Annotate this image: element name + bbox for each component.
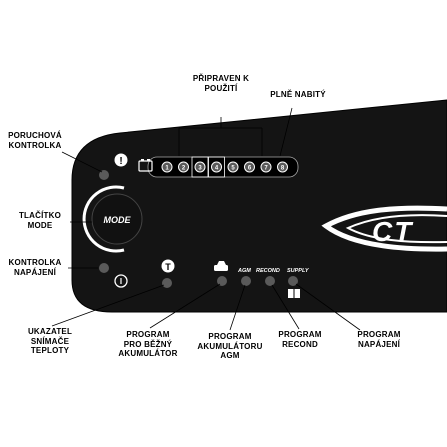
step-led-1: 1 bbox=[161, 161, 173, 173]
temperature-icon: T bbox=[161, 259, 175, 273]
label-program-normal: PROGRAM PRO BĚŽNÝ AKUMULÁTOR bbox=[118, 330, 178, 358]
step-number: 4 bbox=[215, 166, 219, 172]
step-number: 2 bbox=[182, 166, 186, 172]
step-led-3: 3 bbox=[191, 156, 209, 178]
battery-icon bbox=[138, 159, 153, 172]
leader-lines bbox=[51, 107, 361, 331]
mode-button[interactable]: MODE bbox=[82, 185, 143, 253]
step-number: 7 bbox=[264, 166, 268, 172]
step-number: 5 bbox=[231, 166, 235, 172]
program-recond-label: RECOND bbox=[256, 268, 280, 274]
power-icon: I bbox=[114, 274, 128, 288]
charger-panel bbox=[71, 99, 447, 313]
step-led-4: 4 bbox=[208, 156, 225, 178]
label-program-supply: PROGRAM NAPÁJENÍ bbox=[357, 330, 401, 349]
label-temperature: UKAZATEL SNÍMAČE TEPLOTY bbox=[27, 327, 73, 355]
fault-led bbox=[99, 170, 109, 180]
program-normal-led bbox=[217, 276, 227, 286]
label-program-recond: PROGRAM RECOND bbox=[278, 330, 322, 349]
step-led-2: 2 bbox=[178, 161, 189, 173]
program-agm-label: AGM bbox=[237, 268, 251, 274]
label-mode-button: TLAČÍTKO MODE bbox=[18, 211, 62, 230]
brand-logo: CT bbox=[321, 205, 447, 252]
step-led-7: 7 bbox=[260, 161, 272, 173]
brand-text: CT bbox=[372, 216, 414, 247]
step-number: 3 bbox=[198, 166, 202, 172]
program-agm-led bbox=[241, 276, 251, 286]
fault-icon: ! bbox=[114, 153, 128, 167]
car-icon bbox=[214, 261, 228, 271]
step-led-6: 6 bbox=[244, 161, 255, 173]
svg-text:T: T bbox=[165, 262, 171, 272]
label-power: KONTROLKA NAPÁJENÍ bbox=[8, 258, 62, 277]
step-number: 1 bbox=[165, 166, 169, 172]
mode-button-label: MODE bbox=[104, 215, 132, 225]
step-number: 6 bbox=[248, 166, 252, 172]
svg-text:I: I bbox=[120, 277, 122, 286]
label-fully-charged: PLNĚ NABITÝ bbox=[270, 90, 326, 99]
program-recond-led bbox=[265, 276, 275, 286]
step-number: 8 bbox=[281, 166, 285, 172]
book-icon bbox=[288, 289, 300, 298]
power-led bbox=[99, 263, 109, 273]
step-led-8: 8 bbox=[277, 161, 288, 173]
program-supply-led bbox=[288, 276, 298, 286]
label-fault: PORUCHOVÁ KONTROLKA bbox=[8, 131, 62, 150]
step-led-5: 5 bbox=[227, 161, 239, 173]
temperature-led bbox=[162, 278, 172, 288]
label-program-agm: PROGRAM AKUMULÁTORU AGM bbox=[197, 332, 263, 360]
step-display: 1 2 3 4 5 6 7 8 bbox=[138, 156, 299, 178]
program-supply-label: SUPPLY bbox=[287, 268, 310, 274]
label-ready: PŘIPRAVEN K POUŽITÍ bbox=[192, 74, 250, 93]
svg-text:!: ! bbox=[119, 156, 122, 167]
